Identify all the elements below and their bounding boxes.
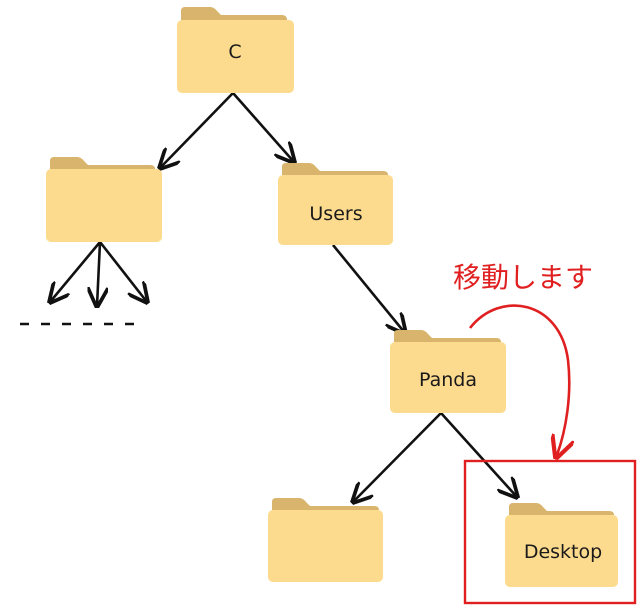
folder-users-tab [282,163,388,175]
folder-unnamed-bottom-tab [272,498,379,510]
arrow-unnamed-right [98,241,147,302]
folder-c[interactable]: C [177,7,294,93]
move-annotation-arrow [468,304,569,455]
folder-panda[interactable]: Panda [390,330,506,413]
folder-unnamed-left[interactable] [46,157,162,242]
folder-desktop-label: Desktop [524,541,602,563]
folder-c-tab [181,7,287,20]
arrow-unnamed-middle [97,241,100,306]
move-annotation-text: 移動します [453,261,593,294]
folder-users-body [278,175,393,245]
folder-c-body [177,20,294,93]
arrow-panda-to-desktop [440,412,517,497]
arrow-c-to-unnamed [160,92,234,168]
arrow-c-to-users [232,92,294,162]
folder-desktop[interactable]: Desktop [505,503,618,587]
folder-unnamed-left-tab [50,157,155,169]
folder-users[interactable]: Users [278,163,393,245]
folder-panda-label: Panda [419,369,477,391]
folder-users-label: Users [309,203,362,225]
folder-unnamed-bottom[interactable] [268,498,383,582]
arrow-unnamed-left [50,241,101,302]
desktop-highlight-box [463,459,637,605]
arrow-users-to-panda [331,244,405,333]
folder-desktop-tab [509,503,614,515]
folder-c-label: C [228,41,241,63]
folder-desktop-body [505,515,618,587]
arrow-panda-to-unnamed [353,412,442,502]
tree-connectors [50,92,517,502]
folder-panda-tab [394,330,501,342]
folder-unnamed-left-body [46,169,162,242]
folder-unnamed-bottom-body [268,510,383,582]
folder-panda-body [390,342,506,413]
